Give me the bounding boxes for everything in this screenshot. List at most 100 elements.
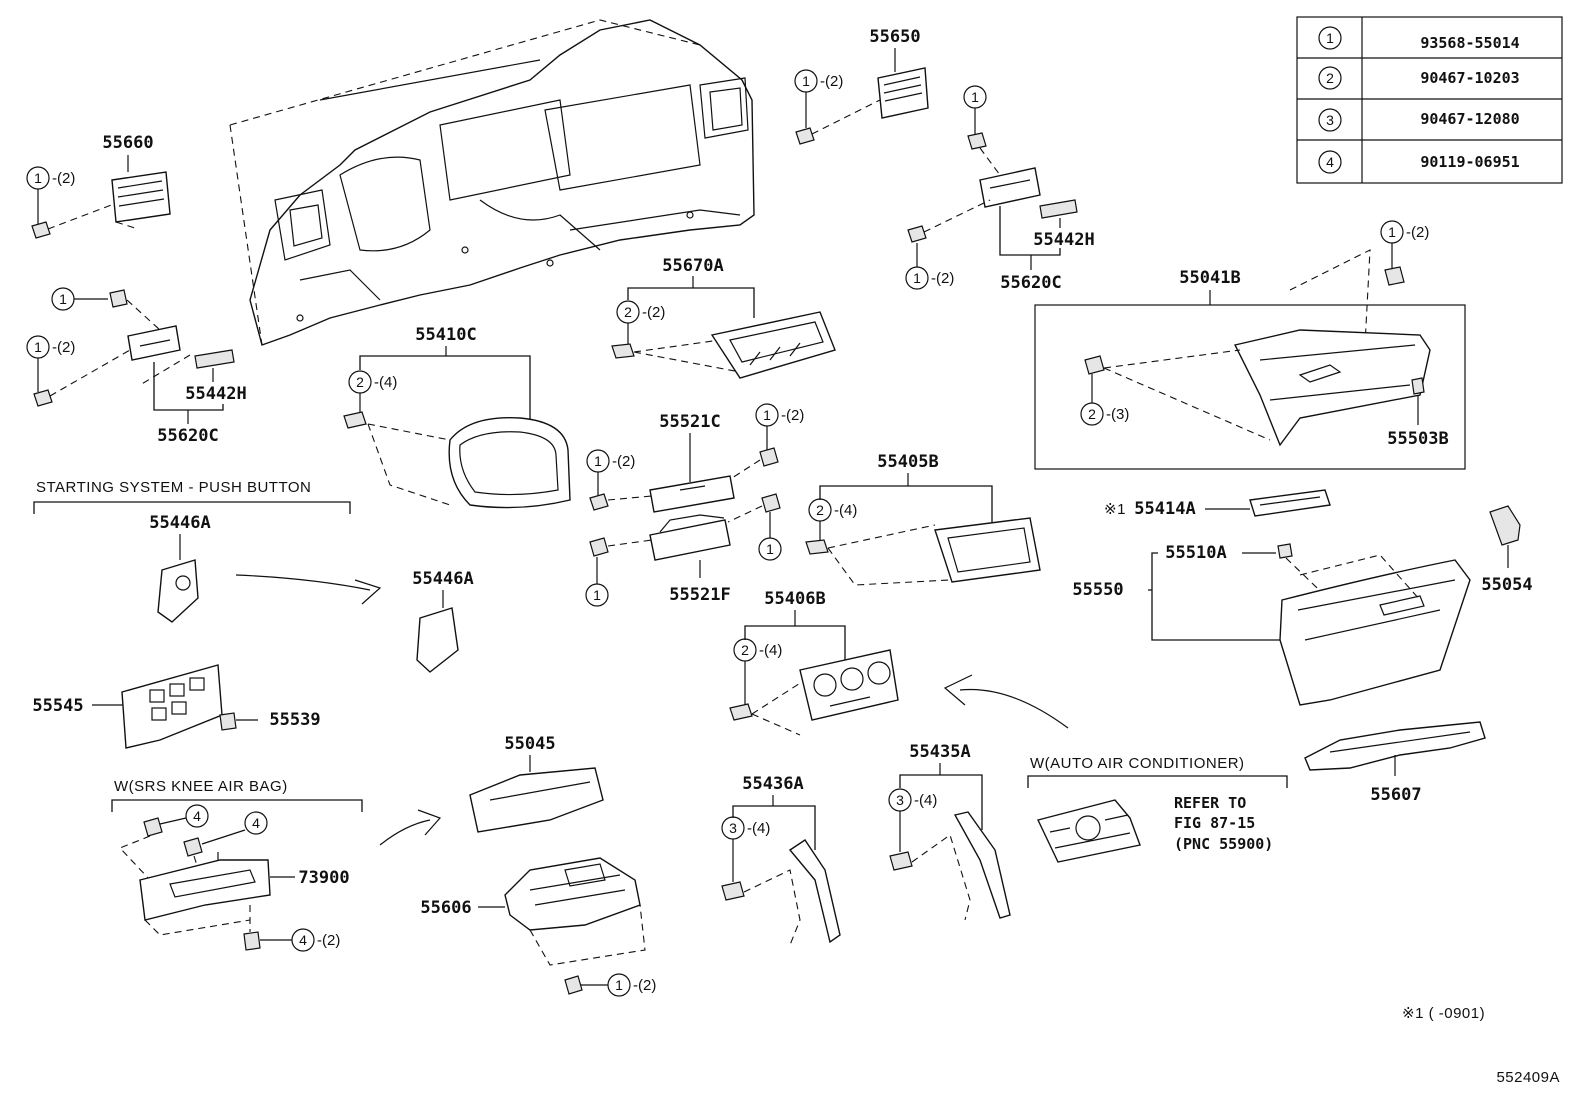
- auto-ac-group: W(AUTO AIR CONDITIONER) REFER TO FIG 87-…: [943, 674, 1288, 863]
- legend-key: 4: [1326, 154, 1334, 170]
- part-label: 55442H: [1033, 230, 1094, 250]
- callout-number: 1: [615, 977, 623, 993]
- legend-key: 2: [1326, 70, 1334, 86]
- legend-row: 4 90119-06951: [1318, 150, 1520, 174]
- part-label: 55041B: [1179, 268, 1240, 288]
- callout-circle: [185, 804, 209, 828]
- callout-number: 1: [594, 453, 602, 469]
- callout-suffix: -(2): [820, 73, 843, 90]
- part-label: 55054: [1481, 575, 1532, 595]
- legend-part-number: 93568-55014: [1420, 34, 1519, 52]
- callout-circle: [607, 973, 631, 997]
- callout-suffix: -(4): [747, 820, 770, 837]
- callout-number: 4: [252, 815, 260, 831]
- part-55545: 55545 55539: [32, 664, 321, 749]
- part-55041b: 1 -(2) 55041B 2 -(3) 55503B: [1034, 220, 1466, 470]
- callout-number: 3: [729, 820, 737, 836]
- part-label: 55550: [1072, 580, 1123, 600]
- reference-line-1: REFER TO: [1174, 794, 1246, 812]
- part-label: 55521C: [659, 412, 720, 432]
- part-label: 55620C: [1000, 273, 1061, 293]
- callout-number: 1: [59, 291, 67, 307]
- callout-suffix: -(4): [759, 642, 782, 659]
- legend-part-number: 90467-12080: [1420, 110, 1519, 128]
- part-55607: 55607: [1304, 721, 1486, 805]
- part-label: 55410C: [415, 325, 476, 345]
- callout-suffix: -(2): [612, 453, 635, 470]
- callout-number: 1: [763, 407, 771, 423]
- part-55521f: 1 1 55521F: [585, 493, 782, 607]
- part-label: 55442H: [185, 384, 246, 404]
- part-55521c: 55521C 1 -(2) 1 -(2): [586, 403, 804, 513]
- callout-number: 4: [193, 808, 201, 824]
- callout-number: 1: [913, 270, 921, 286]
- part-label: 55670A: [662, 256, 723, 276]
- callout-number: 3: [896, 792, 904, 808]
- part-label: 55510A: [1165, 543, 1226, 563]
- group-caption: W(SRS KNEE AIR BAG): [114, 778, 288, 795]
- callout-suffix: -(2): [52, 339, 75, 356]
- callout-number: 2: [356, 374, 364, 390]
- figure-id: 552409A: [1496, 1069, 1560, 1086]
- part-55650: 55650 1 -(2): [794, 27, 929, 145]
- callout-number: 1: [34, 339, 42, 355]
- callout-number: 2: [816, 502, 824, 518]
- part-label: 55045: [504, 734, 555, 754]
- callout-suffix: -(2): [931, 270, 954, 287]
- legend-row: 1 93568-55014: [1318, 26, 1520, 52]
- part-55660: 55660 1 -(2): [26, 133, 171, 239]
- part-55435a: 55435A 3 -(4): [888, 742, 1011, 921]
- part-55436a: 55436A 3 -(4): [721, 774, 841, 946]
- callout-number: 1: [1388, 224, 1396, 240]
- part-label: 73900: [298, 868, 349, 888]
- callout-suffix: -(2): [1406, 224, 1429, 241]
- part-55670a: 55670A 2 -(2): [611, 256, 836, 379]
- part-label: 55446A: [412, 569, 473, 589]
- callout-circle: [585, 583, 609, 607]
- callout-number: 1: [802, 73, 810, 89]
- callout-number: 1: [593, 587, 601, 603]
- part-label: 55650: [869, 27, 920, 47]
- part-55045: 55045: [469, 734, 604, 833]
- callout-suffix: -(4): [374, 374, 397, 391]
- part-label: 55521F: [669, 585, 730, 605]
- part-label: 55436A: [742, 774, 803, 794]
- callout-number: 2: [624, 304, 632, 320]
- reference-line-2: FIG 87-15: [1174, 814, 1255, 832]
- group-caption: W(AUTO AIR CONDITIONER): [1030, 755, 1245, 772]
- part-label: 55503B: [1387, 429, 1448, 449]
- part-label: 55539: [269, 710, 320, 730]
- callout-suffix: -(2): [317, 932, 340, 949]
- callout-suffix: -(2): [52, 170, 75, 187]
- callout-number: 2: [1088, 406, 1096, 422]
- legend-part-number: 90467-10203: [1420, 69, 1519, 87]
- part-55606: 55606 1 -(2): [420, 857, 656, 997]
- legend-key: 1: [1326, 30, 1334, 46]
- part-label: 55606: [420, 898, 471, 918]
- group-caption: STARTING SYSTEM - PUSH BUTTON: [36, 479, 311, 496]
- part-55405b: 55405B 2 -(4): [805, 452, 1041, 586]
- part-55620c-left: 1 1 -(2) 55442H 55620C: [26, 287, 247, 446]
- part-55406b: 55406B 2 -(4): [729, 589, 899, 736]
- callout-suffix: -(2): [633, 977, 656, 994]
- callout-suffix: -(4): [834, 502, 857, 519]
- legend-key: 3: [1326, 112, 1334, 128]
- legend-row: 3 90467-12080: [1318, 108, 1520, 132]
- callout-circle: [291, 928, 315, 952]
- srs-knee-airbag-group: W(SRS KNEE AIR BAG) 4 4 73900 4 -(2): [111, 778, 442, 952]
- callout-number: 1: [971, 89, 979, 105]
- callout-circle: [244, 811, 268, 835]
- part-label: 55446A: [149, 513, 210, 533]
- part-label: 55414A: [1134, 499, 1195, 519]
- part-label: 55406B: [764, 589, 825, 609]
- footnote-mark: ※1: [1104, 501, 1126, 518]
- part-label: 55607: [1370, 785, 1421, 805]
- footnote: ※1 ( -0901): [1402, 1005, 1485, 1022]
- callout-circle: [758, 537, 782, 561]
- instrument-panel-drawing: [229, 19, 755, 346]
- starting-system-group: STARTING SYSTEM - PUSH BUTTON 55446A 554…: [33, 479, 474, 673]
- part-55414a: ※1 55414A: [1104, 489, 1331, 519]
- legend-row: 2 90467-10203: [1318, 66, 1520, 90]
- part-55620c-right: 1 55442H 1 -(2) 55620C: [905, 85, 1095, 293]
